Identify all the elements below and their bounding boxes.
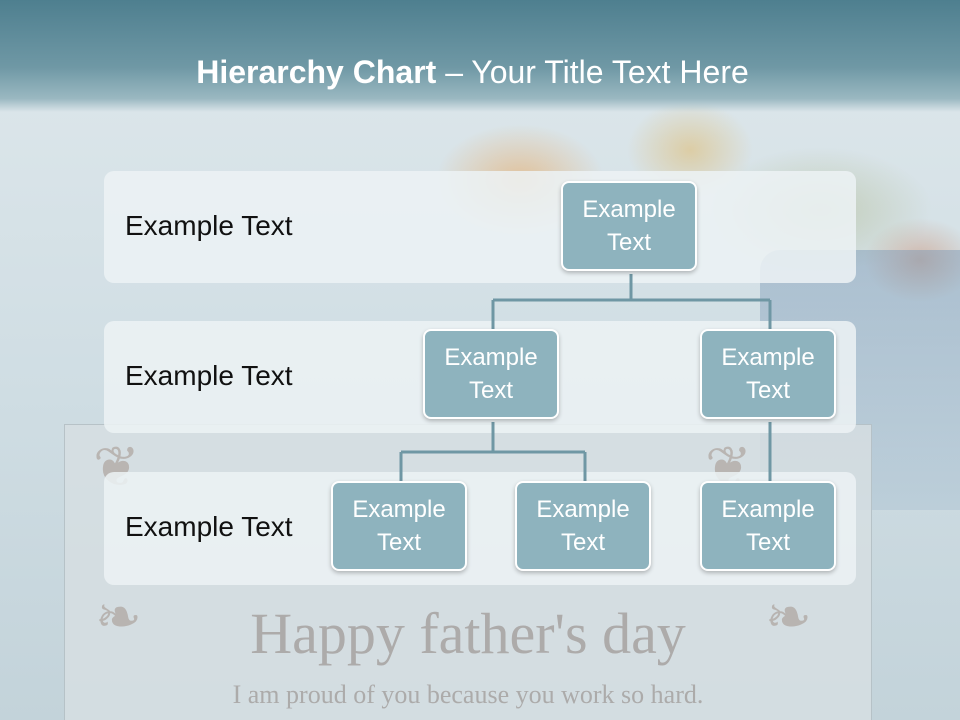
level-label-2: Example Text	[125, 360, 293, 391]
node-leaf-2[interactable]: Example Text	[515, 481, 651, 571]
title-bar	[0, 0, 960, 112]
node-leaf-1[interactable]: Example Text	[331, 481, 467, 571]
node-mid-right[interactable]: Example Text	[700, 329, 836, 419]
slide-title: Hierarchy Chart – Your Title Text Here	[0, 54, 945, 91]
level-band-1	[104, 171, 856, 283]
ornament-swirl-icon: ❧	[765, 585, 812, 650]
node-leaf-3[interactable]: Example Text	[700, 481, 836, 571]
slide-title-rest: – Your Title Text Here	[436, 54, 749, 90]
slide-title-bold: Hierarchy Chart	[196, 54, 437, 90]
node-root[interactable]: Example Text	[561, 181, 697, 271]
card-title: Happy father's day	[250, 601, 686, 666]
node-mid-left[interactable]: Example Text	[423, 329, 559, 419]
card-subtitle: I am proud of you because you work so ha…	[232, 680, 704, 709]
level-label-1: Example Text	[125, 210, 293, 241]
ornament-swirl-icon: ❧	[95, 585, 142, 650]
level-label-3: Example Text	[125, 511, 293, 542]
